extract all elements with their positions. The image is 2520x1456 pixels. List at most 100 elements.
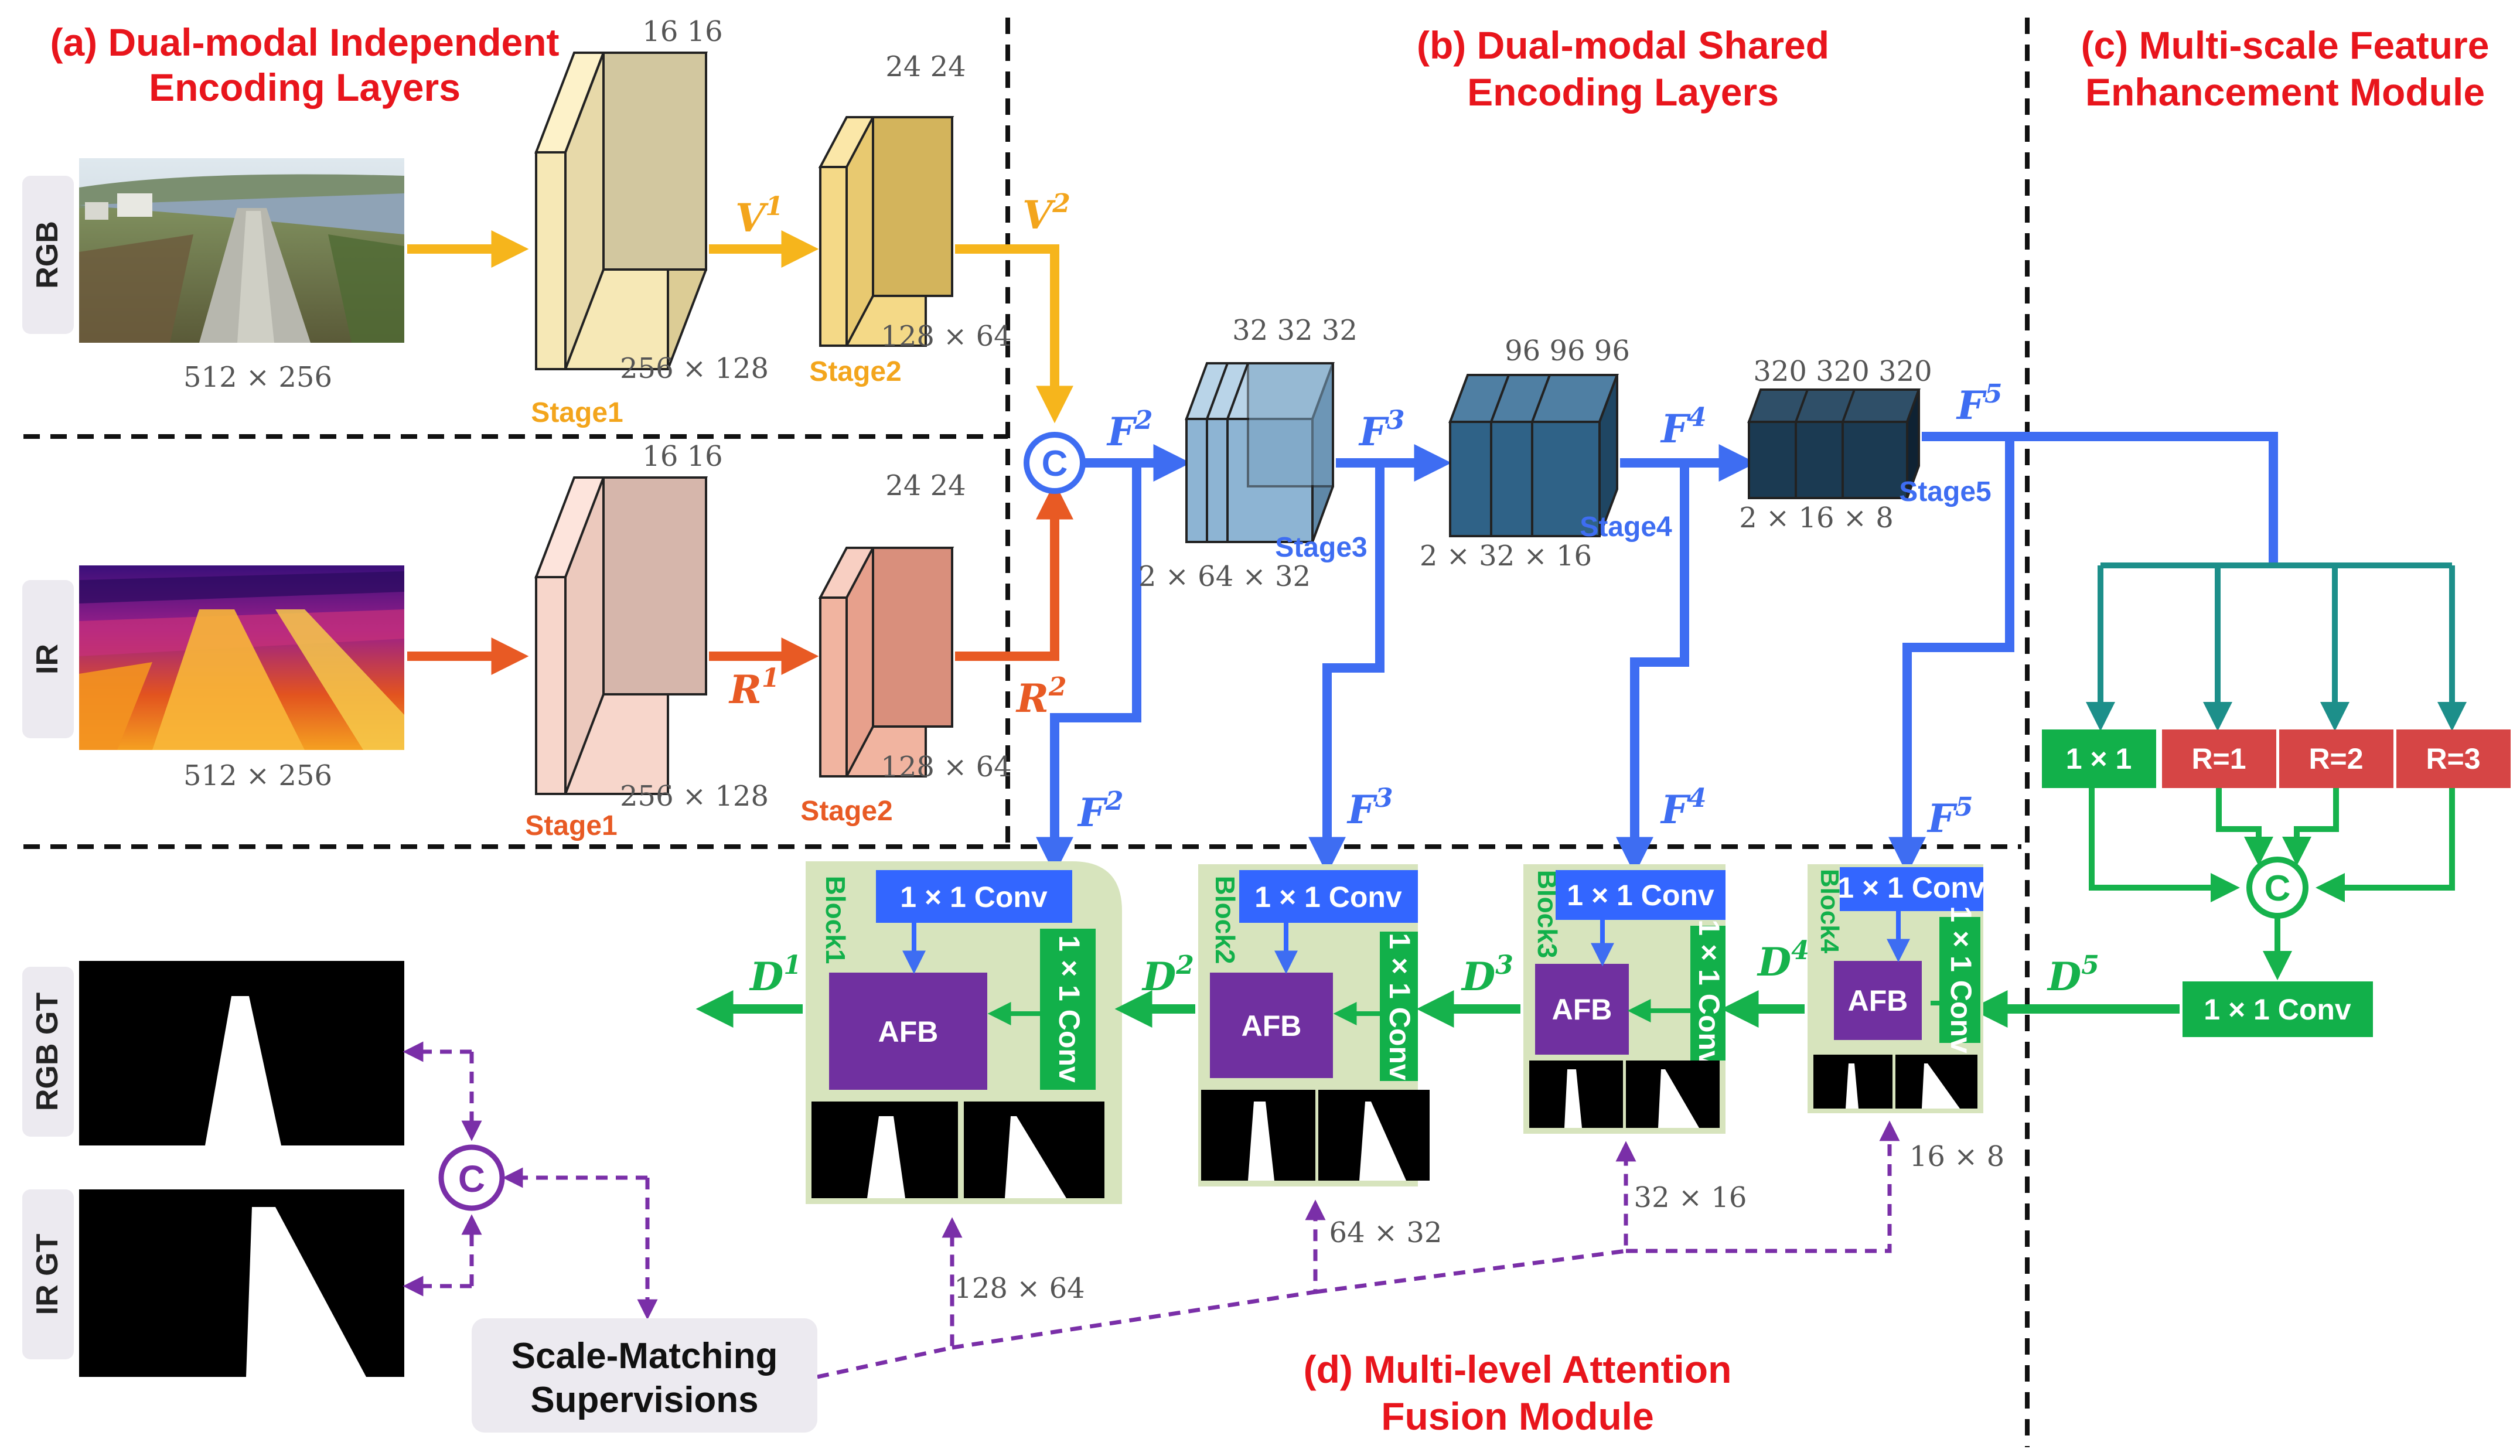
fusion-block-2: Block2 1 × 1 Conv AFB 1 × 1 Conv	[1198, 864, 1430, 1186]
r1-label: R1	[728, 663, 779, 712]
stage3-block	[1185, 362, 1335, 543]
rgb-stage2-block	[818, 116, 954, 347]
rgb-stage2-channels: 24 24	[885, 50, 966, 83]
f2-skip-label: F2	[1077, 786, 1123, 836]
block1-conv-top: 1 × 1 Conv	[900, 881, 1048, 913]
f5-skip-label: F5	[1926, 792, 1973, 841]
block3-afb: AFB	[1552, 993, 1612, 1026]
ir-input-size: 512 × 256	[183, 759, 332, 792]
section-c-title-line2: Enhancement Module	[2085, 70, 2485, 114]
supervision-concat-node: C	[438, 1144, 505, 1211]
block2-size: 64 × 32	[1329, 1216, 1443, 1249]
f3-skip-label: F3	[1346, 783, 1393, 833]
rgb-input-size: 512 × 256	[183, 361, 332, 394]
rgb-stage1-size: 256 × 128	[620, 352, 769, 385]
block4-name: Block4	[1815, 869, 1844, 954]
ir-gt-tab: IR GT	[22, 1189, 74, 1359]
stage3-size: 2 × 64 × 32	[1138, 560, 1311, 593]
stage4-channels: 96 96 96	[1505, 335, 1630, 367]
block3-conv-top: 1 × 1 Conv	[1567, 879, 1714, 912]
rgb-stage1-label: Stage1	[531, 397, 623, 428]
ir-gt-mask	[79, 1189, 404, 1377]
stage4-size: 2 × 32 × 16	[1420, 540, 1592, 572]
svg-text:1 × 1 Conv: 1 × 1 Conv	[2204, 993, 2351, 1026]
d4-label: D4	[1757, 936, 1809, 985]
svg-text:R=1: R=1	[2191, 742, 2246, 775]
d1-label: D1	[749, 950, 802, 1000]
fusion-block-1: Block1 1 × 1 Conv AFB 1 × 1 Conv	[806, 861, 1122, 1204]
svg-text:C: C	[1042, 444, 1068, 484]
block3-conv-side: 1 × 1 Conv	[1693, 919, 1726, 1067]
block2-conv-side: 1 × 1 Conv	[1383, 933, 1416, 1080]
svg-text:R=2: R=2	[2308, 742, 2363, 775]
ir-input-tab: IR	[22, 580, 74, 738]
block1-size: 128 × 64	[954, 1272, 1085, 1305]
stage5-label: Stage5	[1899, 476, 1991, 507]
svg-text:RGB GT: RGB GT	[30, 993, 64, 1111]
rgb-gt-mask	[79, 961, 404, 1145]
svg-text:IR: IR	[30, 644, 64, 674]
block1-name: Block1	[820, 876, 851, 964]
svg-text:RGB: RGB	[30, 221, 64, 289]
r2-arrow	[955, 482, 1073, 661]
ir-stage2-label: Stage2	[800, 796, 892, 827]
f4-skip-label: F4	[1660, 783, 1706, 833]
msfe-merge-lines	[2089, 788, 2455, 902]
block2-conv-top: 1 × 1 Conv	[1254, 881, 1402, 913]
stage5-size: 2 × 16 × 8	[1739, 502, 1894, 534]
ir-stage2-channels: 24 24	[885, 469, 966, 502]
stage3-label: Stage3	[1275, 532, 1367, 563]
supervision-connectors	[403, 1041, 1900, 1379]
block2-name: Block2	[1210, 876, 1240, 964]
v2-arrow	[955, 244, 1073, 424]
svg-text:Scale-Matching: Scale-Matching	[511, 1336, 778, 1376]
r2-label: R2	[1015, 672, 1066, 721]
section-b-title-line2: Encoding Layers	[1467, 70, 1779, 114]
ir-stage2-size: 128 × 64	[881, 751, 1011, 783]
rgb-stage2-size: 128 × 64	[881, 320, 1011, 353]
svg-text:Supervisions: Supervisions	[530, 1380, 758, 1420]
f4-skip-arrow	[1616, 463, 1689, 875]
msfe-dilated-r1-branch: R=1	[2162, 729, 2276, 788]
f5-label: F5	[1956, 379, 2002, 428]
stage3-channels: 32 32 32	[1232, 314, 1358, 347]
ir-stage1-block	[534, 476, 708, 795]
block4-conv-top: 1 × 1 Conv	[1837, 871, 1985, 904]
f2-label: F2	[1106, 405, 1152, 455]
block4-conv-side: 1 × 1 Conv	[1945, 906, 1977, 1053]
stage5-channels: 320 320 320	[1753, 355, 1932, 388]
ir-stage1-channels: 16 16	[642, 440, 722, 473]
section-b-title-line1: (b) Dual-modal Shared	[1417, 23, 1829, 67]
msfe-concat-node: C	[2246, 857, 2308, 919]
fusion-block-3: Block3 1 × 1 Conv AFB 1 × 1 Conv	[1523, 864, 1726, 1134]
svg-text:C: C	[458, 1158, 485, 1200]
rgb-stage1-channels: 16 16	[642, 15, 722, 48]
f3-label: F3	[1358, 405, 1404, 455]
fusion-block-4: Block4 1 × 1 Conv AFB 1 × 1 Conv	[1808, 864, 1985, 1113]
f3-skip-arrow	[1308, 463, 1385, 875]
ir-stage2-block	[818, 547, 954, 778]
stage4-label: Stage4	[1580, 512, 1672, 543]
stage5-block	[1747, 388, 1921, 499]
msfe-branch-lines	[2086, 562, 2467, 731]
block4-size: 16 × 8	[1909, 1140, 2004, 1173]
block4-afb: AFB	[1848, 984, 1908, 1017]
msfe-dilated-r2-branch: R=2	[2279, 729, 2393, 788]
v2-label: V2	[1022, 189, 1070, 238]
rgb-aerial-image	[79, 158, 404, 343]
f4-label: F4	[1660, 403, 1706, 452]
f5-to-msfe-line	[1922, 432, 2278, 565]
d5-label: D5	[2047, 950, 2099, 1000]
svg-text:R=3: R=3	[2426, 742, 2480, 775]
msfe-output-conv: 1 × 1 Conv	[2183, 981, 2373, 1037]
section-d-title-line2: Fusion Module	[1381, 1394, 1654, 1438]
block3-size: 32 × 16	[1634, 1181, 1747, 1214]
section-separators	[23, 18, 2030, 1447]
section-a-title-line2: Encoding Layers	[149, 66, 461, 109]
msfe-dilated-r3-branch: R=3	[2396, 729, 2511, 788]
rgb-gt-tab: RGB GT	[22, 967, 74, 1137]
svg-text:IR GT: IR GT	[30, 1233, 64, 1315]
svg-text:1 × 1: 1 × 1	[2066, 742, 2132, 775]
section-a-title-line1: (a) Dual-modal Independent	[50, 21, 559, 64]
